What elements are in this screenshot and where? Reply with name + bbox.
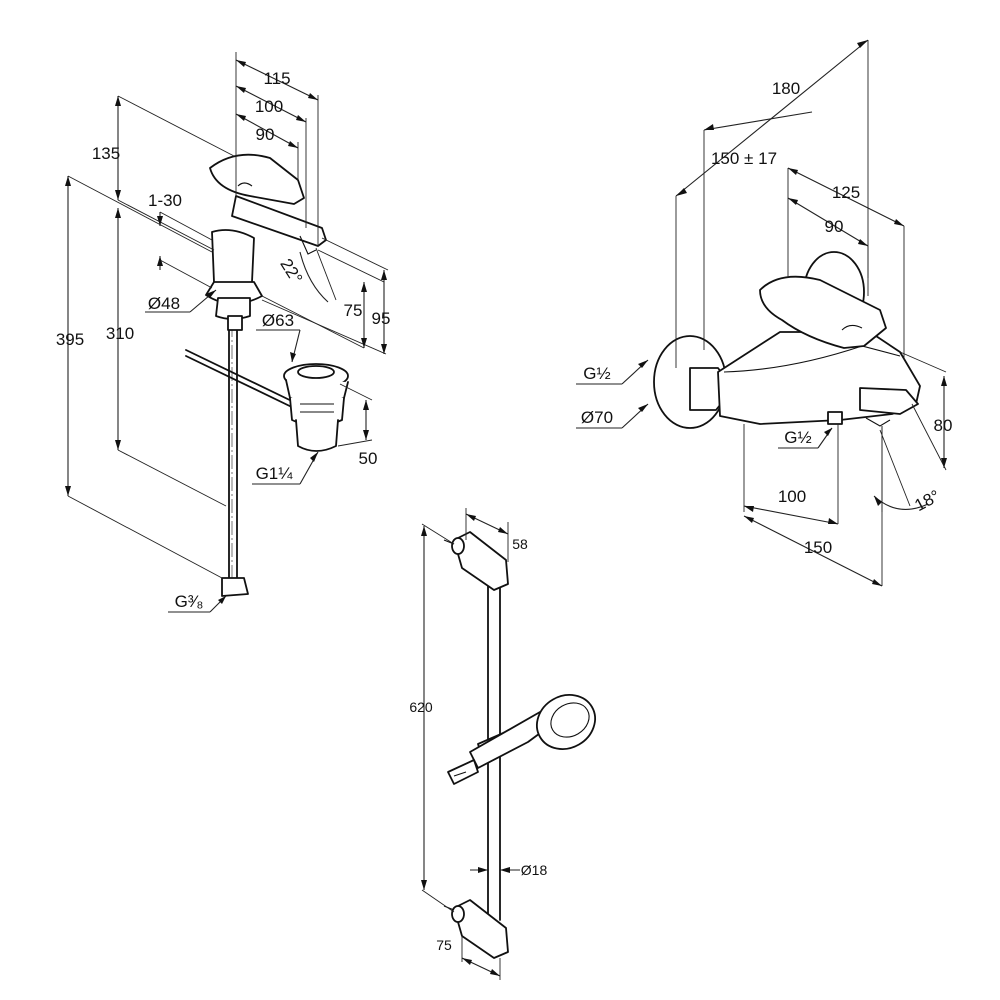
dim-90: 90	[256, 125, 275, 144]
shower-rail-set: 58 620 Ø18 75	[409, 508, 596, 980]
angle-22: 22°	[276, 255, 306, 287]
shower-head	[536, 694, 596, 750]
dim-dia63: Ø63	[262, 311, 294, 330]
faucet-spout	[231, 195, 327, 247]
dim-80: 80	[934, 416, 953, 435]
dim-135: 135	[92, 144, 120, 163]
pop-up-waste	[283, 363, 349, 452]
dim-395: 395	[56, 330, 84, 349]
dim-dia70: Ø70	[581, 408, 613, 427]
dim-150-17: 150 ± 17	[711, 149, 777, 168]
dim-310: 310	[106, 324, 134, 343]
dim-90: 90	[825, 217, 844, 236]
dim-100: 100	[255, 97, 283, 116]
mixer-spout	[859, 387, 919, 415]
dim-75: 75	[344, 301, 363, 320]
thread-g3-8: G³⁄₈	[175, 592, 204, 611]
dim-115: 115	[263, 69, 290, 88]
thread-g1-1-4: G1¼	[256, 464, 294, 483]
dim-58: 58	[512, 536, 528, 552]
dim-150: 150	[804, 538, 832, 557]
top-bracket	[453, 531, 509, 591]
dim-620: 620	[409, 699, 433, 715]
faucet-body	[211, 229, 255, 290]
dim-75: 75	[436, 937, 452, 953]
faucet-lever	[209, 153, 305, 205]
basin-faucet: 115 100 90 135 310 395 1-30 22°	[56, 52, 391, 613]
dim-100: 100	[778, 487, 806, 506]
dim-180: 180	[772, 79, 800, 98]
dim-95: 95	[372, 309, 391, 328]
dim-125: 125	[832, 183, 860, 202]
thread-g1-2-bottom: G½	[784, 428, 811, 447]
dim-dia48: Ø48	[148, 294, 180, 313]
dim-50: 50	[359, 449, 378, 468]
dim-dia18: Ø18	[521, 862, 548, 878]
angle-18: 18°	[911, 486, 943, 515]
wall-bath-mixer: 180 150 ± 17 125 90 80 100 150 18° G½	[576, 39, 953, 587]
dim-1-30: 1-30	[148, 191, 182, 210]
thread-g1-2-left: G½	[583, 364, 610, 383]
